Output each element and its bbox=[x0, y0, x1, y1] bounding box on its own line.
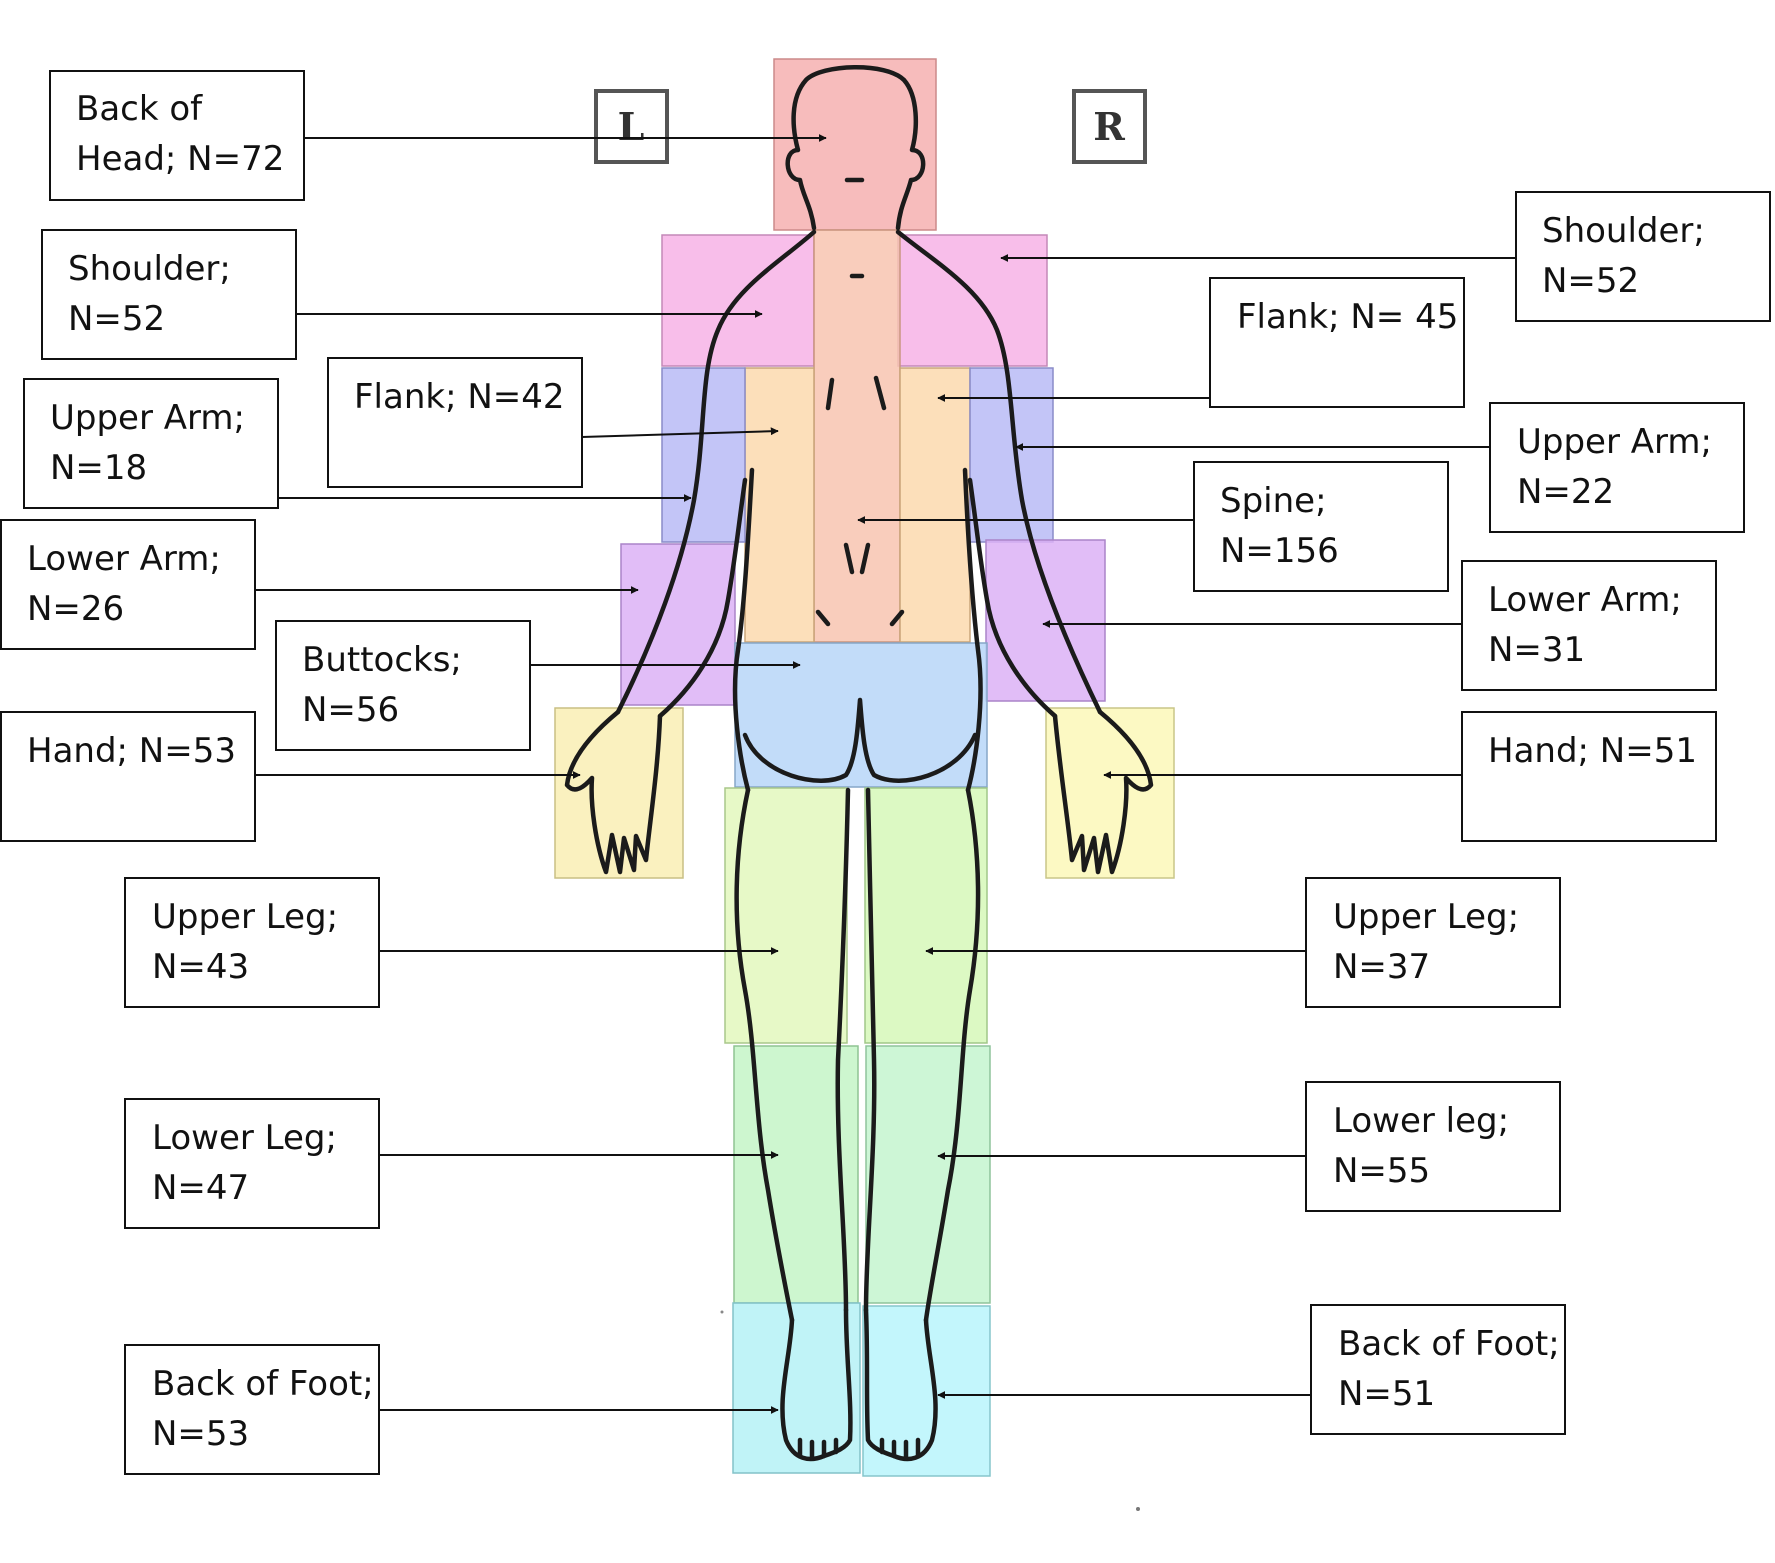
body-regions bbox=[554, 58, 1175, 1477]
label-shoulder-right: Shoulder; N=52 bbox=[1515, 191, 1771, 322]
label-lower-leg-right-line1: Lower leg; bbox=[1333, 1101, 1509, 1141]
label-upper-leg-left: Upper Leg; N=43 bbox=[124, 877, 380, 1008]
arrow-flank-left bbox=[581, 427, 779, 438]
label-spine-line1: Spine; bbox=[1220, 481, 1327, 521]
buttocks-curve bbox=[742, 697, 978, 783]
label-upper-leg-left-line2: N=43 bbox=[152, 947, 249, 987]
body-outline bbox=[564, 65, 1154, 1462]
region-shoulder-right bbox=[897, 234, 1048, 367]
label-back-of-head-line2: Head; N=72 bbox=[76, 139, 284, 179]
right-side-marker-label: R bbox=[1093, 104, 1125, 149]
right-arm-outer bbox=[895, 229, 1103, 715]
label-hand-right-line1: Hand; N=51 bbox=[1488, 731, 1697, 771]
label-back-of-head-line1: Back of bbox=[76, 89, 203, 129]
speck-mark bbox=[1136, 1507, 1140, 1511]
left-side-marker: L bbox=[594, 89, 669, 164]
connector-arrows bbox=[254, 134, 1516, 1414]
label-shoulder-right-line1: Shoulder; bbox=[1542, 211, 1705, 251]
torso-right-side bbox=[962, 467, 983, 793]
region-lower-leg-right bbox=[865, 1045, 991, 1304]
label-spine-line2: N=156 bbox=[1220, 531, 1339, 571]
right-leg-inner bbox=[863, 787, 877, 1313]
label-upper-leg-right-line1: Upper Leg; bbox=[1333, 897, 1519, 937]
label-hand-left: Hand; N=53 bbox=[0, 711, 256, 842]
region-spine bbox=[813, 229, 901, 643]
label-lower-arm-left-line2: N=26 bbox=[27, 589, 124, 629]
head-outline bbox=[785, 65, 926, 231]
region-foot-left bbox=[732, 1302, 861, 1474]
label-back-of-foot-left-line2: N=53 bbox=[152, 1414, 249, 1454]
label-upper-leg-left-line1: Upper Leg; bbox=[152, 897, 338, 937]
label-back-of-head: Back of Head; N=72 bbox=[49, 70, 305, 201]
label-lower-arm-right-line2: N=31 bbox=[1488, 630, 1585, 670]
label-back-of-foot-left-line1: Back of Foot; bbox=[152, 1364, 374, 1404]
region-hand-left bbox=[554, 707, 684, 879]
label-upper-leg-right: Upper Leg; N=37 bbox=[1305, 877, 1561, 1008]
label-shoulder-left-line1: Shoulder; bbox=[68, 249, 231, 289]
left-side-marker-label: L bbox=[618, 104, 645, 149]
region-hand-right bbox=[1045, 707, 1175, 879]
hip-mark-left bbox=[815, 609, 831, 627]
label-flank-left-line1: Flank; N=42 bbox=[354, 377, 565, 417]
label-buttocks: Buttocks; N=56 bbox=[275, 620, 531, 751]
label-back-of-foot-left: Back of Foot; N=53 bbox=[124, 1344, 380, 1475]
right-side-marker: R bbox=[1072, 89, 1147, 164]
label-upper-arm-left-line1: Upper Arm; bbox=[50, 398, 245, 438]
left-arm-inner bbox=[657, 477, 748, 719]
sacrum-mark bbox=[843, 542, 871, 575]
left-toes bbox=[797, 1437, 839, 1461]
label-upper-leg-right-line2: N=37 bbox=[1333, 947, 1430, 987]
left-arm-outer bbox=[615, 229, 817, 715]
label-boxes: Back of Head; N=72 Shoulder; N=52 Flank;… bbox=[0, 70, 1771, 1475]
region-lower-arm-right bbox=[985, 539, 1106, 702]
label-buttocks-line2: N=56 bbox=[302, 690, 399, 730]
region-flank-right bbox=[899, 367, 971, 643]
label-shoulder-left-line2: N=52 bbox=[68, 299, 165, 339]
label-lower-leg-left-line1: Lower Leg; bbox=[152, 1118, 337, 1158]
label-flank-right-line1: Flank; N= 45 bbox=[1237, 297, 1458, 337]
torso-left-side bbox=[732, 467, 755, 793]
label-lower-arm-left: Lower Arm; N=26 bbox=[0, 519, 256, 650]
speck-mark bbox=[720, 1310, 724, 1314]
label-lower-arm-right: Lower Arm; N=31 bbox=[1461, 560, 1717, 691]
scapula-mark-left bbox=[825, 377, 835, 411]
label-shoulder-right-line2: N=52 bbox=[1542, 261, 1639, 301]
label-back-of-foot-right: Back of Foot; N=51 bbox=[1310, 1304, 1566, 1435]
label-upper-arm-left-line2: N=18 bbox=[50, 448, 147, 488]
right-hand bbox=[1052, 709, 1154, 875]
label-flank-left: Flank; N=42 bbox=[327, 357, 583, 488]
right-leg-outer bbox=[923, 787, 981, 1323]
label-upper-arm-left: Upper Arm; N=18 bbox=[23, 378, 279, 509]
left-leg-outer bbox=[734, 787, 795, 1323]
label-flank-right: Flank; N= 45 bbox=[1209, 277, 1465, 408]
region-flank-left bbox=[744, 367, 815, 643]
hip-mark-right bbox=[889, 609, 905, 627]
label-shoulder-left: Shoulder; N=52 bbox=[41, 229, 297, 360]
label-lower-leg-left: Lower Leg; N=47 bbox=[124, 1098, 380, 1229]
label-upper-arm-right-line1: Upper Arm; bbox=[1517, 422, 1712, 462]
label-upper-arm-right: Upper Arm; N=22 bbox=[1489, 402, 1745, 533]
label-hand-right: Hand; N=51 bbox=[1461, 711, 1717, 842]
label-upper-arm-right-line2: N=22 bbox=[1517, 472, 1614, 512]
label-lower-leg-right: Lower leg; N=55 bbox=[1305, 1081, 1561, 1212]
label-lower-arm-left-line1: Lower Arm; bbox=[27, 539, 221, 579]
right-toes bbox=[879, 1437, 921, 1461]
left-hand bbox=[564, 709, 663, 875]
label-lower-arm-right-line1: Lower Arm; bbox=[1488, 580, 1682, 620]
label-lower-leg-left-line2: N=47 bbox=[152, 1168, 249, 1208]
label-hand-left-line1: Hand; N=53 bbox=[27, 731, 236, 771]
label-buttocks-line1: Buttocks; bbox=[302, 640, 462, 680]
scapula-mark-right bbox=[873, 375, 887, 411]
label-back-of-foot-right-line1: Back of Foot; bbox=[1338, 1324, 1560, 1364]
label-back-of-foot-right-line2: N=51 bbox=[1338, 1374, 1435, 1414]
left-leg-inner bbox=[835, 787, 851, 1313]
label-spine: Spine; N=156 bbox=[1193, 461, 1449, 592]
label-lower-leg-right-line2: N=55 bbox=[1333, 1151, 1430, 1191]
right-arm-inner bbox=[967, 477, 1058, 719]
